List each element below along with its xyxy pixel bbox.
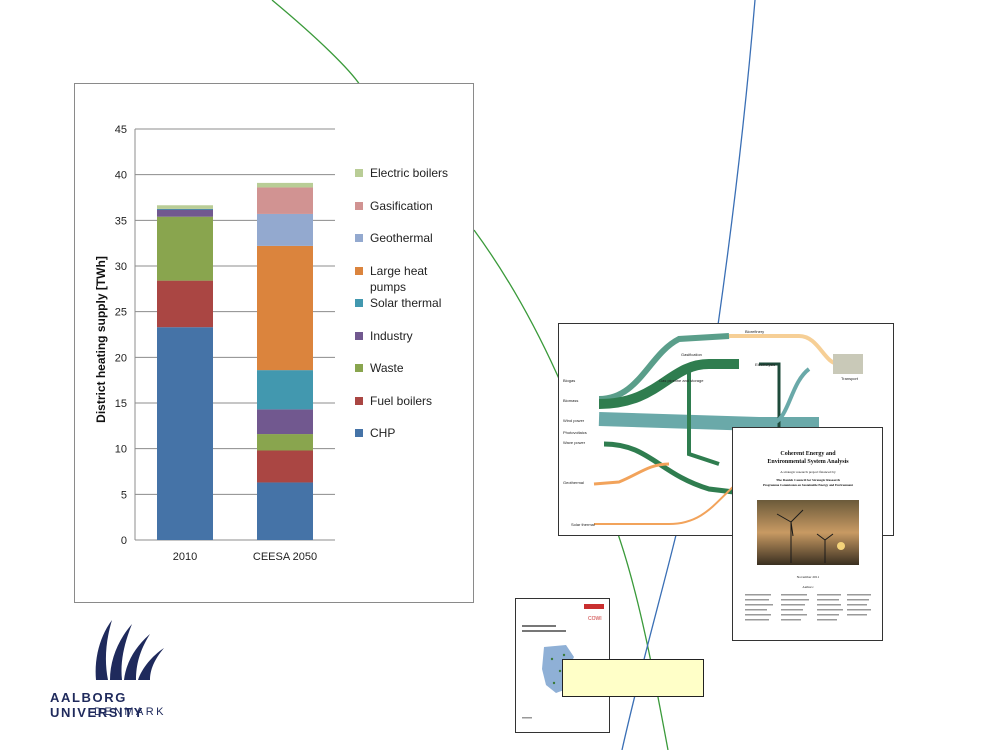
author-list-lines (745, 594, 871, 621)
logo-university-name: AALBORG UNIVERSITY (50, 690, 145, 720)
y-tick-label: 30 (115, 261, 127, 273)
bar-segment (257, 187, 313, 214)
report-funder-line1: The Danish Council for Strategic Researc… (776, 478, 840, 482)
flow-label-electrolysis: Electrolysis (755, 362, 775, 367)
flow-label-pv: Photovoltaics (563, 430, 587, 435)
report-authors-heading: Authors: (802, 585, 813, 589)
x-tick-label: CEESA 2050 (253, 551, 317, 563)
flow-diagram-graphic: Biogas Biomass Wind power Photovoltaics … (563, 329, 863, 527)
x-tick-label: 2010 (173, 551, 197, 563)
report-funder-line2: Programme Commission on Sustainable Ener… (763, 483, 854, 487)
wind-turbines (776, 509, 834, 563)
bar-segment (257, 245, 313, 371)
report-title-line1: Coherent Energy and (780, 451, 836, 457)
legend-swatch (355, 429, 363, 437)
bar-segment (157, 209, 213, 217)
flow-label-solar: Solar thermal (571, 522, 595, 527)
y-tick-label: 45 (115, 124, 127, 136)
y-tick-label: 5 (121, 489, 127, 501)
legend-label: Solar thermal (370, 296, 441, 310)
aalborg-university-logo (95, 620, 164, 680)
bar-segment (157, 205, 213, 209)
report-date: November 2011 (797, 575, 820, 579)
bar-segment (257, 450, 313, 483)
cowi-bar (584, 604, 604, 609)
flow-label-wind: Wind power (563, 418, 585, 423)
legend-swatch (355, 202, 363, 210)
y-tick-label: 35 (115, 215, 127, 227)
bar-segment (157, 216, 213, 281)
legend-label: Fuel boilers (370, 394, 432, 408)
bar-segment (157, 327, 213, 540)
y-tick-label: 40 (115, 170, 127, 182)
sun (837, 542, 845, 550)
flow-label-biorefinery: Biorefinery (745, 329, 764, 334)
bar-segment (157, 280, 213, 328)
legend-swatch (355, 332, 363, 340)
flow-label-biomass: Biomass (563, 398, 578, 403)
flow-label-wave: Wave power (563, 440, 586, 445)
report-title-line2: Environmental System Analysis (767, 459, 849, 465)
y-axis-title: District heating supply [TWh] (94, 256, 108, 423)
stacked-bar-chart: 0 5 10 15 20 25 30 35 40 45 2010 CEESA 2050 District… (94, 124, 448, 563)
legend-label: Gasification (370, 199, 433, 213)
bar-segment (257, 370, 313, 410)
report-cover-thumbnail: Coherent Energy and Environmental System… (732, 427, 883, 641)
flow-label-gasification: Gasification (681, 352, 702, 357)
flow-label-transport: Transport (841, 376, 859, 381)
y-tick-label: 0 (121, 535, 127, 547)
green-curve (271, 0, 361, 86)
legend-swatch (355, 234, 363, 242)
small-report-title-line (522, 625, 556, 627)
bar-segment (257, 213, 313, 246)
legend-label: Waste (370, 361, 404, 375)
small-report-subtitle-line (522, 630, 566, 632)
small-report-footer (522, 717, 532, 719)
legend-swatch (355, 364, 363, 372)
y-tick-label: 15 (115, 398, 127, 410)
bar-segment (257, 182, 313, 188)
cowi-brand: COWI (588, 616, 602, 622)
chart-frame: 0 5 10 15 20 25 30 35 40 45 2010 CEESA 2050 District… (74, 83, 474, 603)
bar-segment (257, 434, 313, 451)
legend-label: Electric boilers (370, 166, 448, 180)
logo-country: DENMARK (94, 706, 166, 718)
y-tick-label: 20 (115, 352, 127, 364)
legend-label: Geothermal (370, 231, 433, 245)
flow-label-geothermal: Geothermal (563, 480, 584, 485)
legend-label: CHP (370, 426, 395, 440)
report-cover-graphic: Coherent Energy and Environmental System… (745, 451, 871, 621)
blue-curve (621, 0, 756, 750)
highlight-note-box (562, 659, 704, 697)
legend-swatch (355, 397, 363, 405)
legend-swatch (355, 299, 363, 307)
flow-label-biogas: Biogas (563, 378, 575, 383)
legend-label: Industry (370, 329, 413, 343)
legend-swatch (355, 267, 363, 275)
report-subtitle: A strategic research project financed by (780, 470, 836, 474)
bar-segment (257, 482, 313, 540)
legend-swatch (355, 169, 363, 177)
y-tick-label: 10 (115, 444, 127, 456)
report-cover-photo (757, 500, 859, 565)
flow-label-gas-pipeline: Gas pipeline and storage (659, 378, 704, 383)
y-tick-label: 25 (115, 307, 127, 319)
bar-segment (157, 208, 213, 210)
bar-segment (257, 409, 313, 435)
transport-photo (833, 354, 863, 374)
